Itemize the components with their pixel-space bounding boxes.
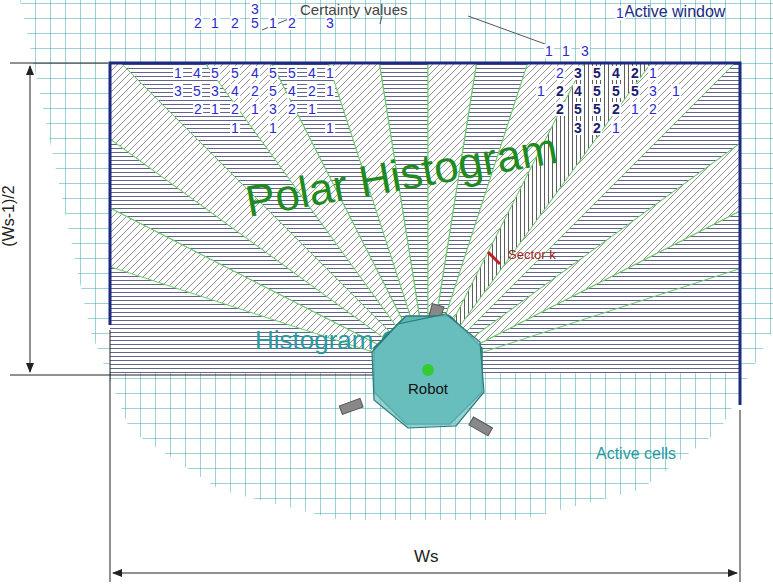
robot-body: Robot xyxy=(368,312,488,432)
polar-sector xyxy=(181,63,428,370)
certainty-value: 1 xyxy=(630,102,640,116)
certainty-value: 3 xyxy=(250,2,260,16)
certainty-value: 3 xyxy=(173,84,183,98)
certainty-value: 1 xyxy=(173,66,183,80)
robot-outline xyxy=(368,312,488,432)
certainty-value: 1 xyxy=(561,44,571,58)
certainty-value: 5 xyxy=(630,84,640,98)
certainty-value: 1 xyxy=(250,102,260,116)
certainty-value: 5 xyxy=(268,66,278,80)
certainty-value: 1 xyxy=(648,66,658,80)
certainty-value: 3 xyxy=(648,84,658,98)
certainty-value: 2 xyxy=(230,102,240,116)
dimension-label: (Ws-1)/2 xyxy=(1,185,17,246)
certainty-value: 2 xyxy=(592,121,602,135)
certainty-value: 3 xyxy=(325,16,335,30)
certainty-value: 5 xyxy=(210,66,220,80)
certainty-value: 5 xyxy=(287,66,297,80)
certainty-value: 4 xyxy=(573,84,583,98)
certainty-value: 2 xyxy=(287,16,297,30)
certainty-value: 1 xyxy=(210,16,220,30)
certainty-value: 1 xyxy=(268,121,278,135)
certainty-value: 2 xyxy=(307,84,317,98)
certainty-value: 2 xyxy=(287,102,297,116)
certainty-value: 2 xyxy=(555,84,565,98)
callout-text: Certainty values xyxy=(300,2,408,17)
certainty-value: 1 xyxy=(210,102,220,116)
certainty-value: 1 xyxy=(615,6,625,20)
window-label: Active window xyxy=(624,4,725,20)
certainty-value: 5 xyxy=(230,66,240,80)
certainty-value: 5 xyxy=(192,84,202,98)
certainty-value: 4 xyxy=(230,84,240,98)
certainty-value: 2 xyxy=(630,66,640,80)
certainty-value: 5 xyxy=(268,84,278,98)
certainty-value: 1 xyxy=(307,102,317,116)
certainty-value: 1 xyxy=(325,84,335,98)
certainty-value: 3 xyxy=(268,102,278,116)
certainty-value: 5 xyxy=(592,66,602,80)
certainty-value: 2 xyxy=(193,102,203,116)
certainty-value: 4 xyxy=(307,66,317,80)
certainty-value: 3 xyxy=(573,66,583,80)
certainty-value: 5 xyxy=(592,84,602,98)
certainty-value: 4 xyxy=(287,84,297,98)
certainty-value: 2 xyxy=(193,16,203,30)
certainty-value: 2 xyxy=(555,66,565,80)
certainty-value: 5 xyxy=(611,84,621,98)
certainty-value: 1 xyxy=(325,66,335,80)
certainty-value: 1 xyxy=(671,84,681,98)
certainty-value: 4 xyxy=(192,66,202,80)
certainty-value: 5 xyxy=(592,102,602,116)
certainty-value: 4 xyxy=(250,66,260,80)
certainty-value: 3 xyxy=(580,44,590,58)
polar-sector xyxy=(428,63,740,370)
certainty-value: 1 xyxy=(325,121,335,135)
certainty-value: 2 xyxy=(555,102,565,116)
certainty-value: 5 xyxy=(573,102,583,116)
certainty-value: 4 xyxy=(611,66,621,80)
robot-label: Robot xyxy=(368,380,488,397)
certainty-value: 3 xyxy=(573,121,583,135)
certainty-value: 2 xyxy=(611,102,621,116)
certainty-value: 2 xyxy=(230,16,240,30)
sector-label: Sector k xyxy=(508,248,556,261)
certainty-value: 1 xyxy=(544,44,554,58)
dimension-label: Ws xyxy=(414,548,439,565)
certainty-value: 1 xyxy=(268,16,278,30)
certainty-value: 3 xyxy=(210,84,220,98)
certainty-value: 2 xyxy=(250,84,260,98)
certainty-value: 1 xyxy=(536,84,546,98)
region-label: Active cells xyxy=(596,446,676,462)
polar-sector xyxy=(428,63,740,370)
certainty-value: 1 xyxy=(230,121,240,135)
certainty-value: 1 xyxy=(611,121,621,135)
certainty-value: 2 xyxy=(648,102,658,116)
certainty-value: 5 xyxy=(250,16,260,30)
